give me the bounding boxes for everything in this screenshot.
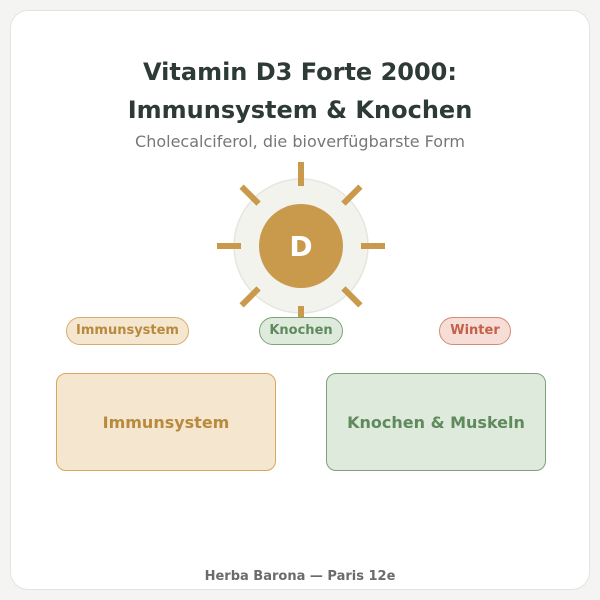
- tag-immunsystem: Immunsystem: [66, 317, 189, 345]
- benefit-label: Immunsystem: [102, 412, 230, 432]
- product-card: Vitamin D3 Forte 2000: Immunsystem & Kno…: [10, 10, 590, 590]
- footer-text: Herba Barona — Paris 12e: [204, 569, 396, 584]
- sun-icon: D: [211, 151, 391, 331]
- tag-winter: Winter: [439, 317, 511, 345]
- benefit-box-immunsystem: Immunsystem: [56, 373, 276, 471]
- benefit-label: Knochen & Muskeln: [347, 412, 525, 432]
- vitamin-letter: D: [289, 230, 312, 263]
- benefit-box-knochen-muskeln: Knochen & Muskeln: [326, 373, 546, 471]
- page-title: Vitamin D3 Forte 2000: Immunsystem & Kno…: [127, 58, 473, 124]
- page-subtitle: Cholecalciferol, die bioverfügbarste For…: [135, 132, 465, 151]
- tag-knochen: Knochen: [259, 317, 343, 345]
